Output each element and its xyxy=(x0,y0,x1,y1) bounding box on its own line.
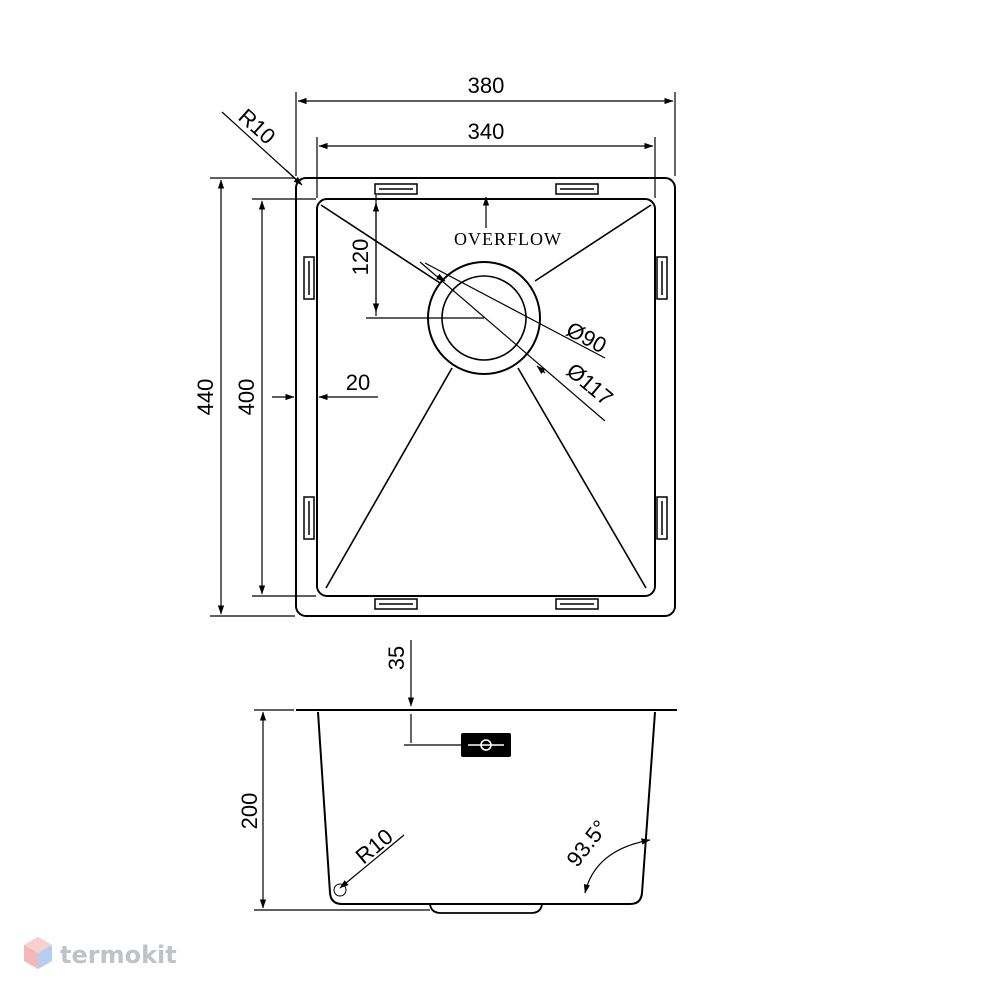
dim-width-outer: 380 xyxy=(468,73,505,98)
side-view xyxy=(296,709,677,914)
bowl-profile xyxy=(317,711,656,905)
hexagon-logo-icon xyxy=(24,937,52,969)
dim-drain-outer-diameter: Ø117 xyxy=(562,358,618,411)
side-view-dimensions xyxy=(254,640,651,911)
watermark-text: termokit xyxy=(60,941,177,969)
dim-side-wall: 20 xyxy=(346,370,370,395)
dim-wall-angle: 93.5° xyxy=(561,815,612,871)
drain-outlet xyxy=(429,903,543,914)
slope-lines xyxy=(320,204,652,589)
dim-overflow-offset: 120 xyxy=(348,239,373,276)
watermark: termokit xyxy=(24,937,177,969)
dim-bottom-radius: R10 xyxy=(351,824,398,869)
dim-drain-inner-diameter: Ø90 xyxy=(562,317,610,359)
overflow-label: OVERFLOW xyxy=(454,229,562,249)
mounting-clips xyxy=(303,183,668,610)
top-view-dimensions xyxy=(210,92,676,617)
dim-height-inner: 400 xyxy=(234,379,259,416)
outer-rim xyxy=(295,177,676,617)
dim-height-outer: 440 xyxy=(193,379,218,416)
dim-corner-radius: R10 xyxy=(234,104,281,150)
dim-overflow-depth: 35 xyxy=(384,646,409,670)
dim-width-inner: 340 xyxy=(468,119,505,144)
dim-depth: 200 xyxy=(237,793,262,830)
overflow-fitting xyxy=(461,733,511,757)
